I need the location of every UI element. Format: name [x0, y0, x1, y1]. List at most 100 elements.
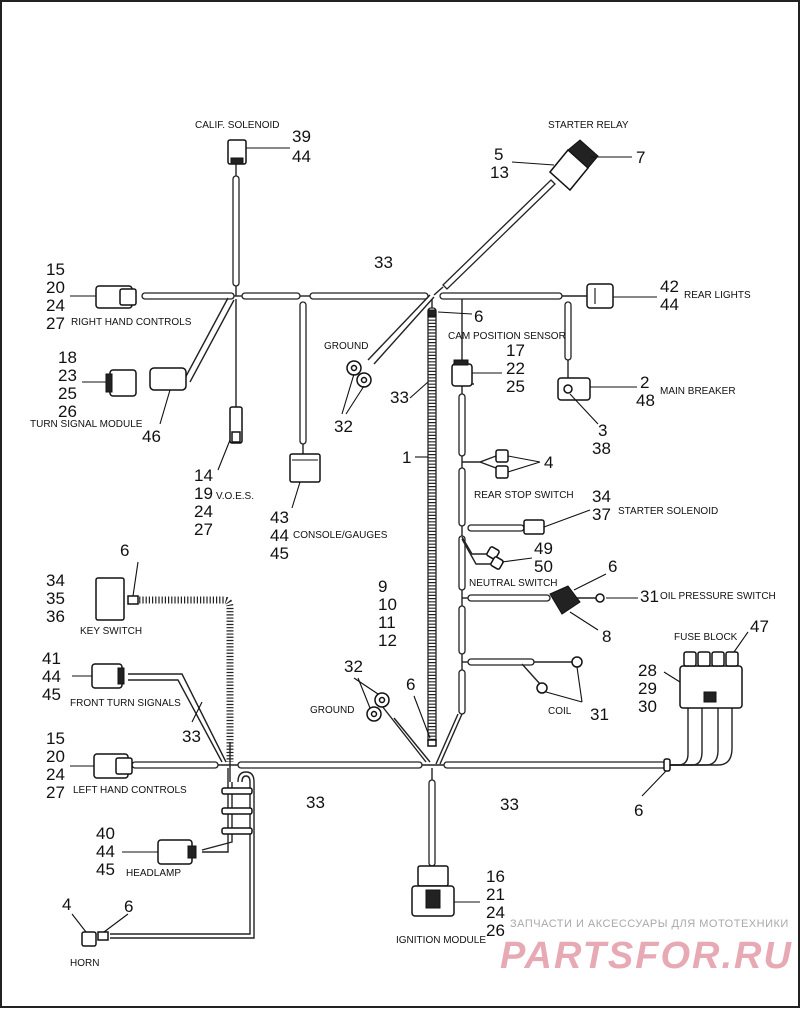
- label-fuse-block: FUSE BLOCK: [674, 632, 738, 643]
- callout-front-harness: 33: [182, 727, 201, 746]
- watermark-brand: PARTSFOR.RU: [500, 935, 793, 977]
- callout-lhc-2: 20: [46, 747, 65, 766]
- clamp-1: [221, 787, 253, 795]
- neutral-switch-terminal-1: [486, 546, 500, 560]
- label-key-switch: KEY SWITCH: [80, 626, 142, 637]
- callout-starter-sol-1: 34: [592, 487, 611, 506]
- label-rear-stop-switch: REAR STOP SWITCH: [474, 490, 574, 501]
- callout-rhc-3: 24: [46, 296, 65, 315]
- label-rear-lights: REAR LIGHTS: [684, 290, 751, 301]
- callout-relay-7: 7: [636, 148, 645, 167]
- callout-rhc-1: 15: [46, 260, 65, 279]
- callout-oil-bottom: 8: [602, 627, 611, 646]
- callout-fuse-top: 47: [750, 617, 769, 636]
- callout-cam-2: 22: [506, 359, 525, 378]
- fuse-block: [679, 665, 743, 709]
- harness-breaker: [564, 301, 572, 361]
- key-switch: [95, 577, 125, 621]
- callout-rhc-4: 27: [46, 314, 65, 333]
- label-front-turn-signals: FRONT TURN SIGNALS: [70, 698, 181, 709]
- callout-voes-2: 19: [194, 484, 213, 503]
- callout-head-2: 44: [96, 842, 115, 861]
- callout-coil: 31: [590, 705, 609, 724]
- label-ground-upper: GROUND: [324, 341, 368, 352]
- label-ignition-module: IGNITION MODULE: [396, 935, 486, 946]
- label-voes: V.O.E.S.: [216, 491, 254, 502]
- label-main-breaker: MAIN BREAKER: [660, 386, 736, 397]
- callout-cam-1: 17: [506, 341, 525, 360]
- callout-key-3: 36: [46, 607, 65, 626]
- rear-stop-switch-b: [495, 465, 509, 479]
- callout-mid-3: 11: [378, 613, 396, 632]
- rear-stop-switch-a: [495, 449, 509, 463]
- callout-ground-upper: 32: [334, 417, 353, 436]
- lower-grommet: [427, 739, 437, 747]
- fuse-1: [683, 651, 697, 667]
- callout-fts-3: 45: [42, 685, 61, 704]
- callout-head-1: 40: [96, 824, 115, 843]
- callout-main-wire: 1: [402, 448, 411, 467]
- console-gauges-connector: [289, 453, 321, 483]
- callout-oil-top: 6: [608, 557, 617, 576]
- callout-ign-2: 21: [486, 885, 505, 904]
- clamp-2: [221, 807, 253, 815]
- callout-ground-lower: 32: [344, 657, 363, 676]
- callout-fuse-2: 29: [638, 679, 657, 698]
- callout-console-2: 44: [270, 526, 289, 545]
- cam-position-sensor-connector: [451, 363, 473, 387]
- callout-neutral-2: 50: [534, 557, 553, 576]
- callout-key-1: 34: [46, 571, 65, 590]
- callout-rear-2: 44: [660, 295, 679, 314]
- neutral-switch-terminal-2: [490, 556, 504, 570]
- callout-voes-1: 14: [194, 466, 213, 485]
- callout-rhc-2: 20: [46, 278, 65, 297]
- callout-breaker-2: 48: [636, 391, 655, 410]
- callout-fts-2: 44: [42, 667, 61, 686]
- coil-terminal-1: [571, 656, 583, 668]
- callout-key-2: 35: [46, 589, 65, 608]
- callout-neutral-1: 49: [534, 539, 553, 558]
- callout-tsm-4: 26: [58, 402, 77, 421]
- callout-oil-switch: 31: [640, 587, 659, 606]
- callout-mid-2: 10: [378, 595, 397, 614]
- callout-head-3: 45: [96, 860, 115, 879]
- callout-console-3: 45: [270, 544, 289, 563]
- turn-signal-module: [149, 367, 187, 391]
- label-starter-relay: STARTER RELAY: [548, 120, 629, 131]
- label-cam-position-sensor: CAM POSITION SENSOR: [448, 331, 566, 342]
- label-turn-signal-module: TURN SIGNAL MODULE: [30, 419, 143, 430]
- label-oil-pressure-switch: OIL PRESSURE SWITCH: [660, 591, 776, 602]
- callout-relay-5: 5: [494, 145, 503, 164]
- harness-key-switch: [136, 596, 234, 762]
- rear-lights-connector: [586, 283, 614, 309]
- ignition-module-connector: [417, 865, 449, 887]
- callout-voes-4: 27: [194, 520, 213, 539]
- harness-bottom-left-a: [131, 761, 219, 769]
- callout-fuse-1: 28: [638, 661, 657, 680]
- harness-top-a: [241, 292, 301, 300]
- label-horn: HORN: [70, 958, 99, 969]
- callout-lower-grommet: 6: [406, 675, 415, 694]
- harness-starter-relay: [442, 179, 556, 290]
- callout-tsm-1: 18: [58, 348, 77, 367]
- callout-calif-1: 39: [292, 127, 311, 146]
- fuse-2: [697, 651, 711, 667]
- harness-bottom-left-b: [237, 761, 423, 769]
- label-headlamp: HEADLAMP: [126, 868, 181, 879]
- label-neutral-switch: NEUTRAL SWITCH: [469, 578, 558, 589]
- callout-lhc-4: 27: [46, 783, 65, 802]
- callout-diag-upper: 33: [390, 388, 409, 407]
- key-switch-grommet: [127, 595, 139, 605]
- callout-mid-4: 12: [378, 631, 397, 650]
- callout-cam-3: 25: [506, 377, 525, 396]
- headlamp-connector: [157, 839, 193, 865]
- callout-horn-4: 4: [62, 895, 71, 914]
- callout-ign-1: 16: [486, 867, 505, 886]
- label-left-hand-controls: LEFT HAND CONTROLS: [73, 785, 187, 796]
- callout-lhc-3: 24: [46, 765, 65, 784]
- callout-breaker-4: 38: [592, 439, 611, 458]
- callout-bottom-left: 33: [306, 793, 325, 812]
- component-labels: CALIF. SOLENOID STARTER RELAY RIGHT HAND…: [30, 120, 776, 969]
